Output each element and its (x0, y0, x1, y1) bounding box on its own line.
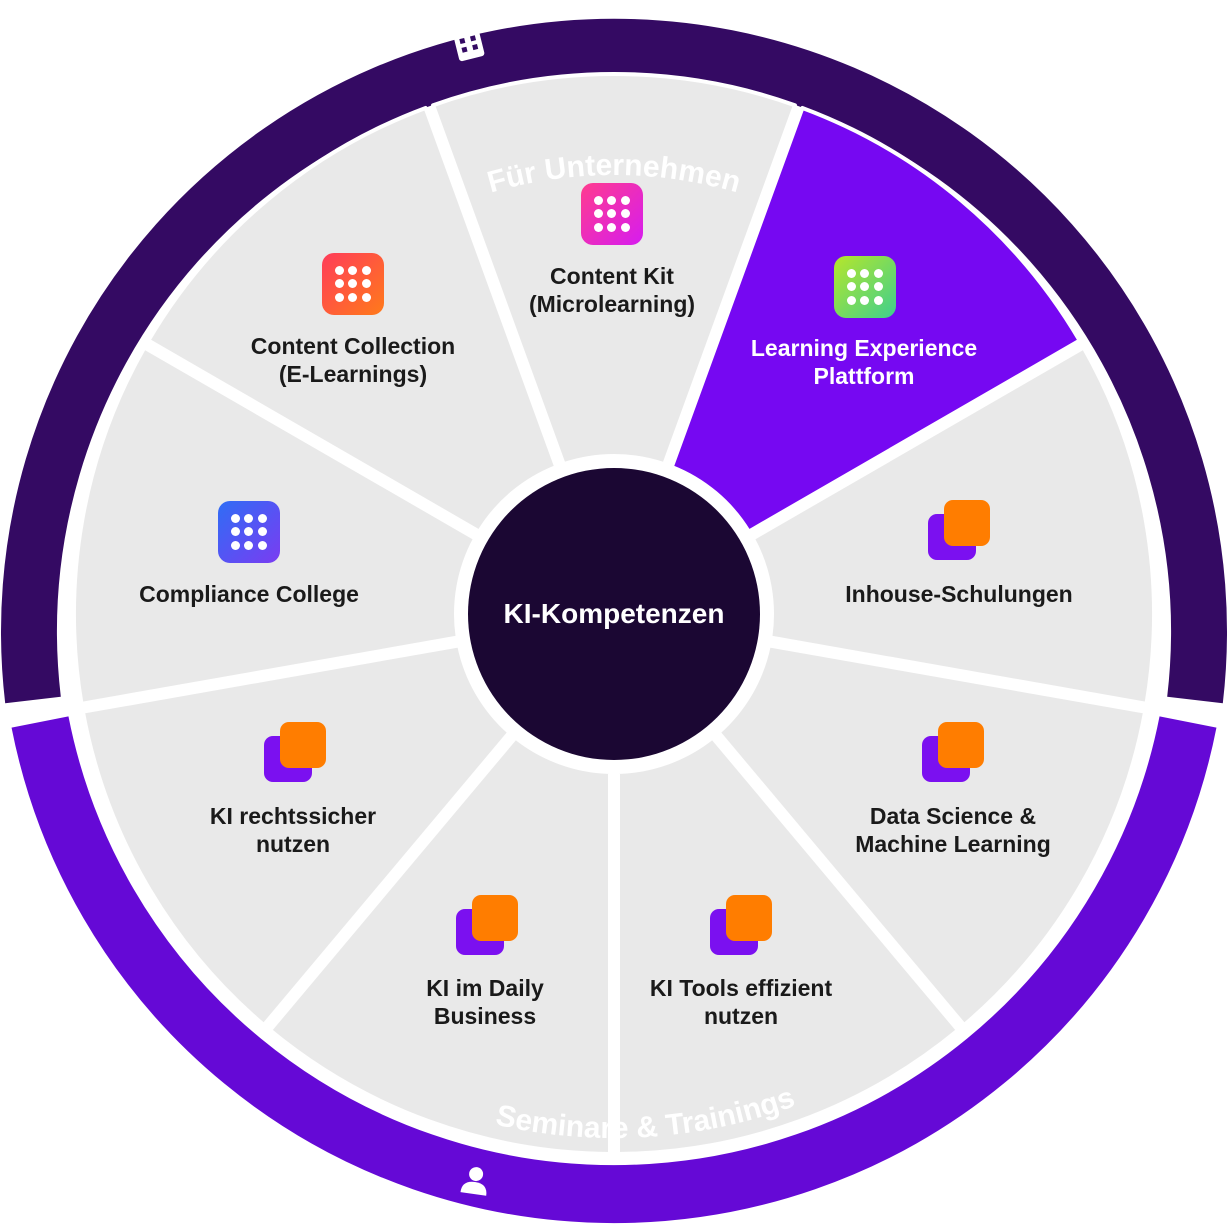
segment-label-content-kit[interactable]: Content Kit (Microlearning) (482, 262, 742, 318)
segment-data-science[interactable] (716, 643, 1148, 1028)
content-kit-icon (581, 183, 643, 245)
center-label: KI-Kompetenzen (503, 598, 725, 629)
ki-daily-business-icon (456, 895, 518, 957)
segment-label-ki-daily-business[interactable]: KI im Daily Business (355, 974, 615, 1030)
label-line2: Plattform (813, 363, 915, 389)
label-line1: Content Kit (550, 263, 674, 289)
person-icon (460, 1167, 487, 1196)
label-line2: nutzen (255, 831, 331, 857)
segment-ki-tools[interactable] (616, 735, 961, 1156)
segment-label-ki-rechtssicher[interactable]: KI rechtssicher nutzen (163, 802, 423, 858)
segment-ki-daily-business[interactable] (267, 735, 612, 1156)
building-icon (453, 28, 485, 62)
compliance-college-icon (218, 501, 280, 563)
segment-label-inhouse-schulungen[interactable]: Inhouse-Schulungen (829, 580, 1089, 608)
segments-layer (72, 72, 1156, 1156)
segment-label-compliance-college[interactable]: Compliance College (119, 580, 379, 608)
segment-ki-rechtssicher[interactable] (80, 643, 512, 1028)
label-line1: KI Tools effizient (649, 975, 833, 1001)
segment-content-collection[interactable] (146, 105, 559, 534)
label-line1: KI im Daily (426, 975, 544, 1001)
label-line1: Inhouse-Schulungen (845, 581, 1073, 607)
label-line2: Machine Learning (855, 831, 1051, 857)
segment-label-content-collection[interactable]: Content Collection (E-Learnings) (223, 332, 483, 388)
label-line2: (E-Learnings) (278, 361, 428, 387)
ring-top-arc (1, 18, 1227, 704)
segment-learning-experience[interactable] (669, 105, 1082, 534)
label-line2: Business (433, 1003, 537, 1029)
data-science-icon (922, 722, 984, 784)
center-circle (468, 468, 760, 760)
ki-tools-icon (710, 895, 772, 957)
content-collection-icon (322, 253, 384, 315)
segment-content-kit[interactable] (431, 72, 797, 467)
segment-label-learning-experience[interactable]: Learning Experience Plattform (734, 334, 994, 390)
inhouse-schulungen-icon (928, 500, 990, 562)
learning-experience-icon (834, 256, 896, 318)
label-line1: KI rechtssicher (209, 803, 377, 829)
ki-rechtssicher-icon (264, 722, 326, 784)
segment-label-ki-tools[interactable]: KI Tools effizient nutzen (611, 974, 871, 1030)
label-line2: (Microlearning) (528, 291, 696, 317)
segment-label-data-science[interactable]: Data Science & Machine Learning (823, 802, 1083, 858)
label-line1: Learning Experience (750, 335, 978, 361)
label-line1: Content Collection (250, 333, 456, 359)
label-line1: Data Science & (869, 803, 1037, 829)
label-line1: Compliance College (139, 581, 359, 607)
label-line2: nutzen (703, 1003, 779, 1029)
ring-bottom-arc (11, 716, 1217, 1224)
